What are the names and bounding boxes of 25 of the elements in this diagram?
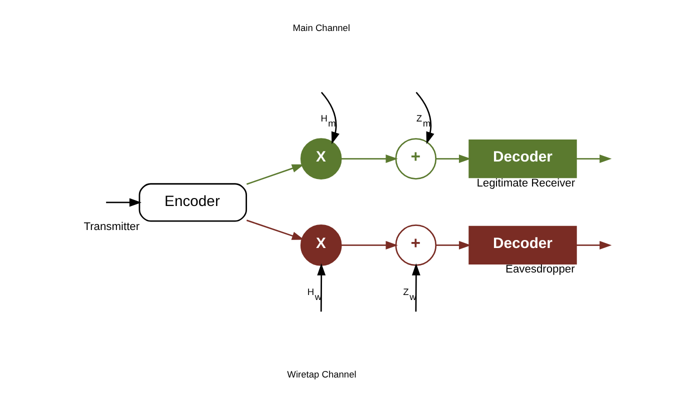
arrow — [412, 263, 420, 312]
arrow — [436, 154, 472, 164]
label: Wiretap Channel — [287, 370, 356, 380]
arrow — [246, 164, 304, 185]
arrow — [320, 92, 340, 144]
arrow — [341, 154, 398, 164]
arrow — [317, 263, 326, 312]
arrow — [341, 240, 398, 250]
node-label: Eavesdropper — [506, 264, 575, 276]
arrow — [576, 154, 612, 164]
node-circle: + — [395, 224, 437, 266]
node-box: Encoder — [138, 183, 248, 222]
arrow — [436, 240, 472, 250]
node-label: Transmitter — [84, 220, 140, 233]
node-circle: X — [300, 138, 342, 180]
arrow — [246, 220, 304, 240]
node-box: Decoder — [468, 140, 577, 178]
node-label: Legitimate Receiver — [476, 177, 576, 190]
arrow — [416, 92, 434, 144]
node-box: Decoder — [468, 226, 577, 264]
label: Main Channel — [292, 23, 350, 34]
arrow — [576, 240, 612, 250]
node-circle: + — [395, 138, 437, 180]
arrow — [106, 198, 142, 207]
node-circle: X — [300, 224, 342, 266]
